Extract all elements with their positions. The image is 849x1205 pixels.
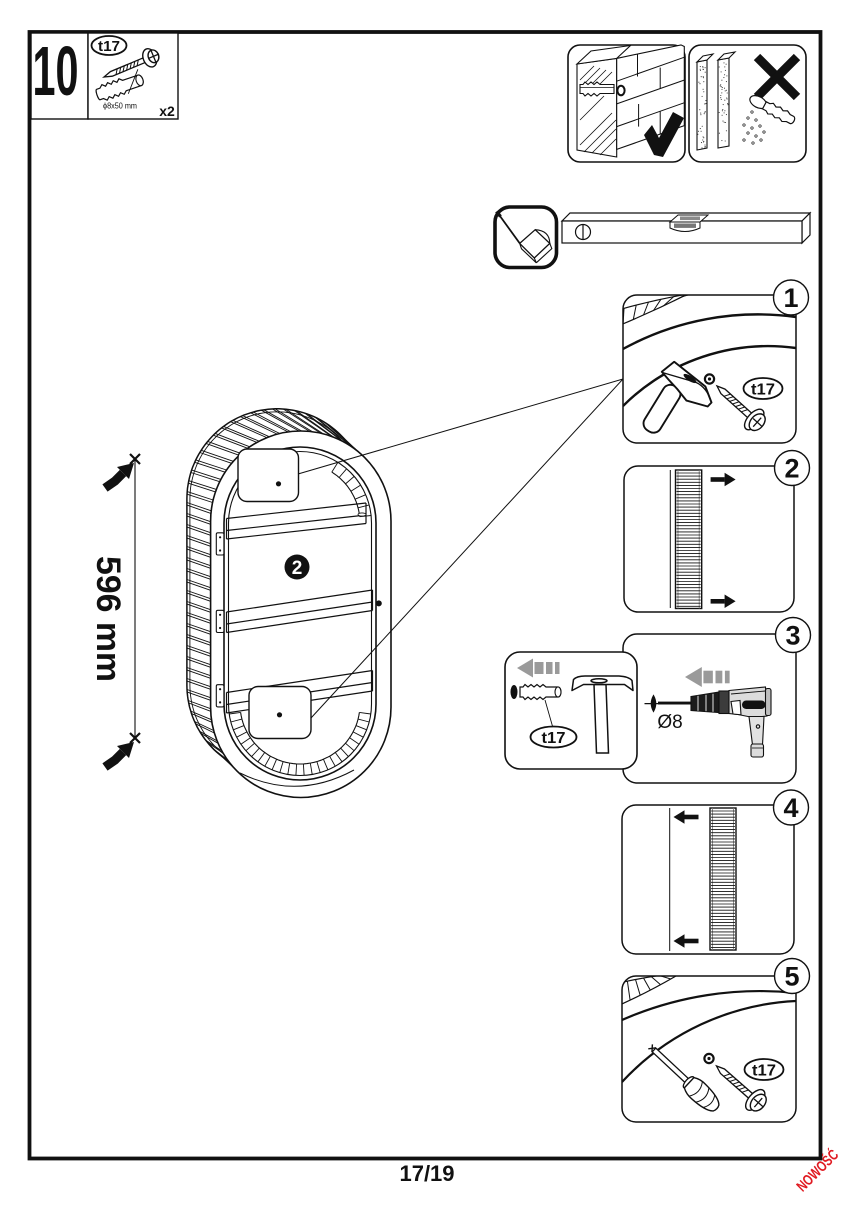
svg-text:t17: t17	[542, 730, 566, 747]
svg-text:17/19: 17/19	[400, 1161, 455, 1186]
svg-text:ϕ8x50 mm: ϕ8x50 mm	[103, 101, 137, 111]
svg-text:4: 4	[783, 793, 798, 823]
svg-text:t17: t17	[751, 381, 775, 398]
svg-text:5: 5	[784, 962, 799, 992]
svg-text:10: 10	[33, 32, 79, 110]
svg-text:596 mm: 596 mm	[89, 556, 127, 682]
svg-text:2: 2	[292, 558, 303, 579]
svg-text:t17: t17	[752, 1062, 776, 1079]
svg-text:t17: t17	[98, 38, 120, 55]
svg-text:x2: x2	[159, 103, 175, 119]
svg-text:3: 3	[785, 621, 800, 651]
svg-text:2: 2	[784, 454, 799, 484]
svg-text:1: 1	[783, 283, 798, 313]
svg-text:Ø8: Ø8	[657, 712, 682, 733]
